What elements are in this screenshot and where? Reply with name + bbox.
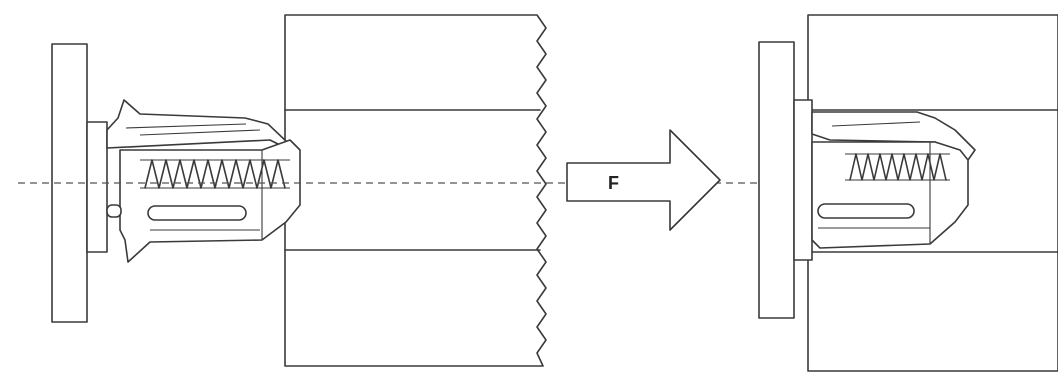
force-arrow-icon: F [566,129,721,231]
fixture-plate-right [758,41,795,319]
panel-before-insertion [51,14,547,367]
anchor-slot [147,205,247,221]
anchor-pin [106,204,122,218]
force-arrow-label: F [608,173,619,193]
anchor-hook [106,99,291,151]
wall-block-left [284,14,547,367]
anchor-sleeve [811,141,969,249]
anchor-slot [817,203,915,219]
anchor-left [86,99,301,263]
anchor-sleeve [119,139,301,263]
anchor-right [793,99,976,261]
panel-after-insertion [758,14,1058,372]
